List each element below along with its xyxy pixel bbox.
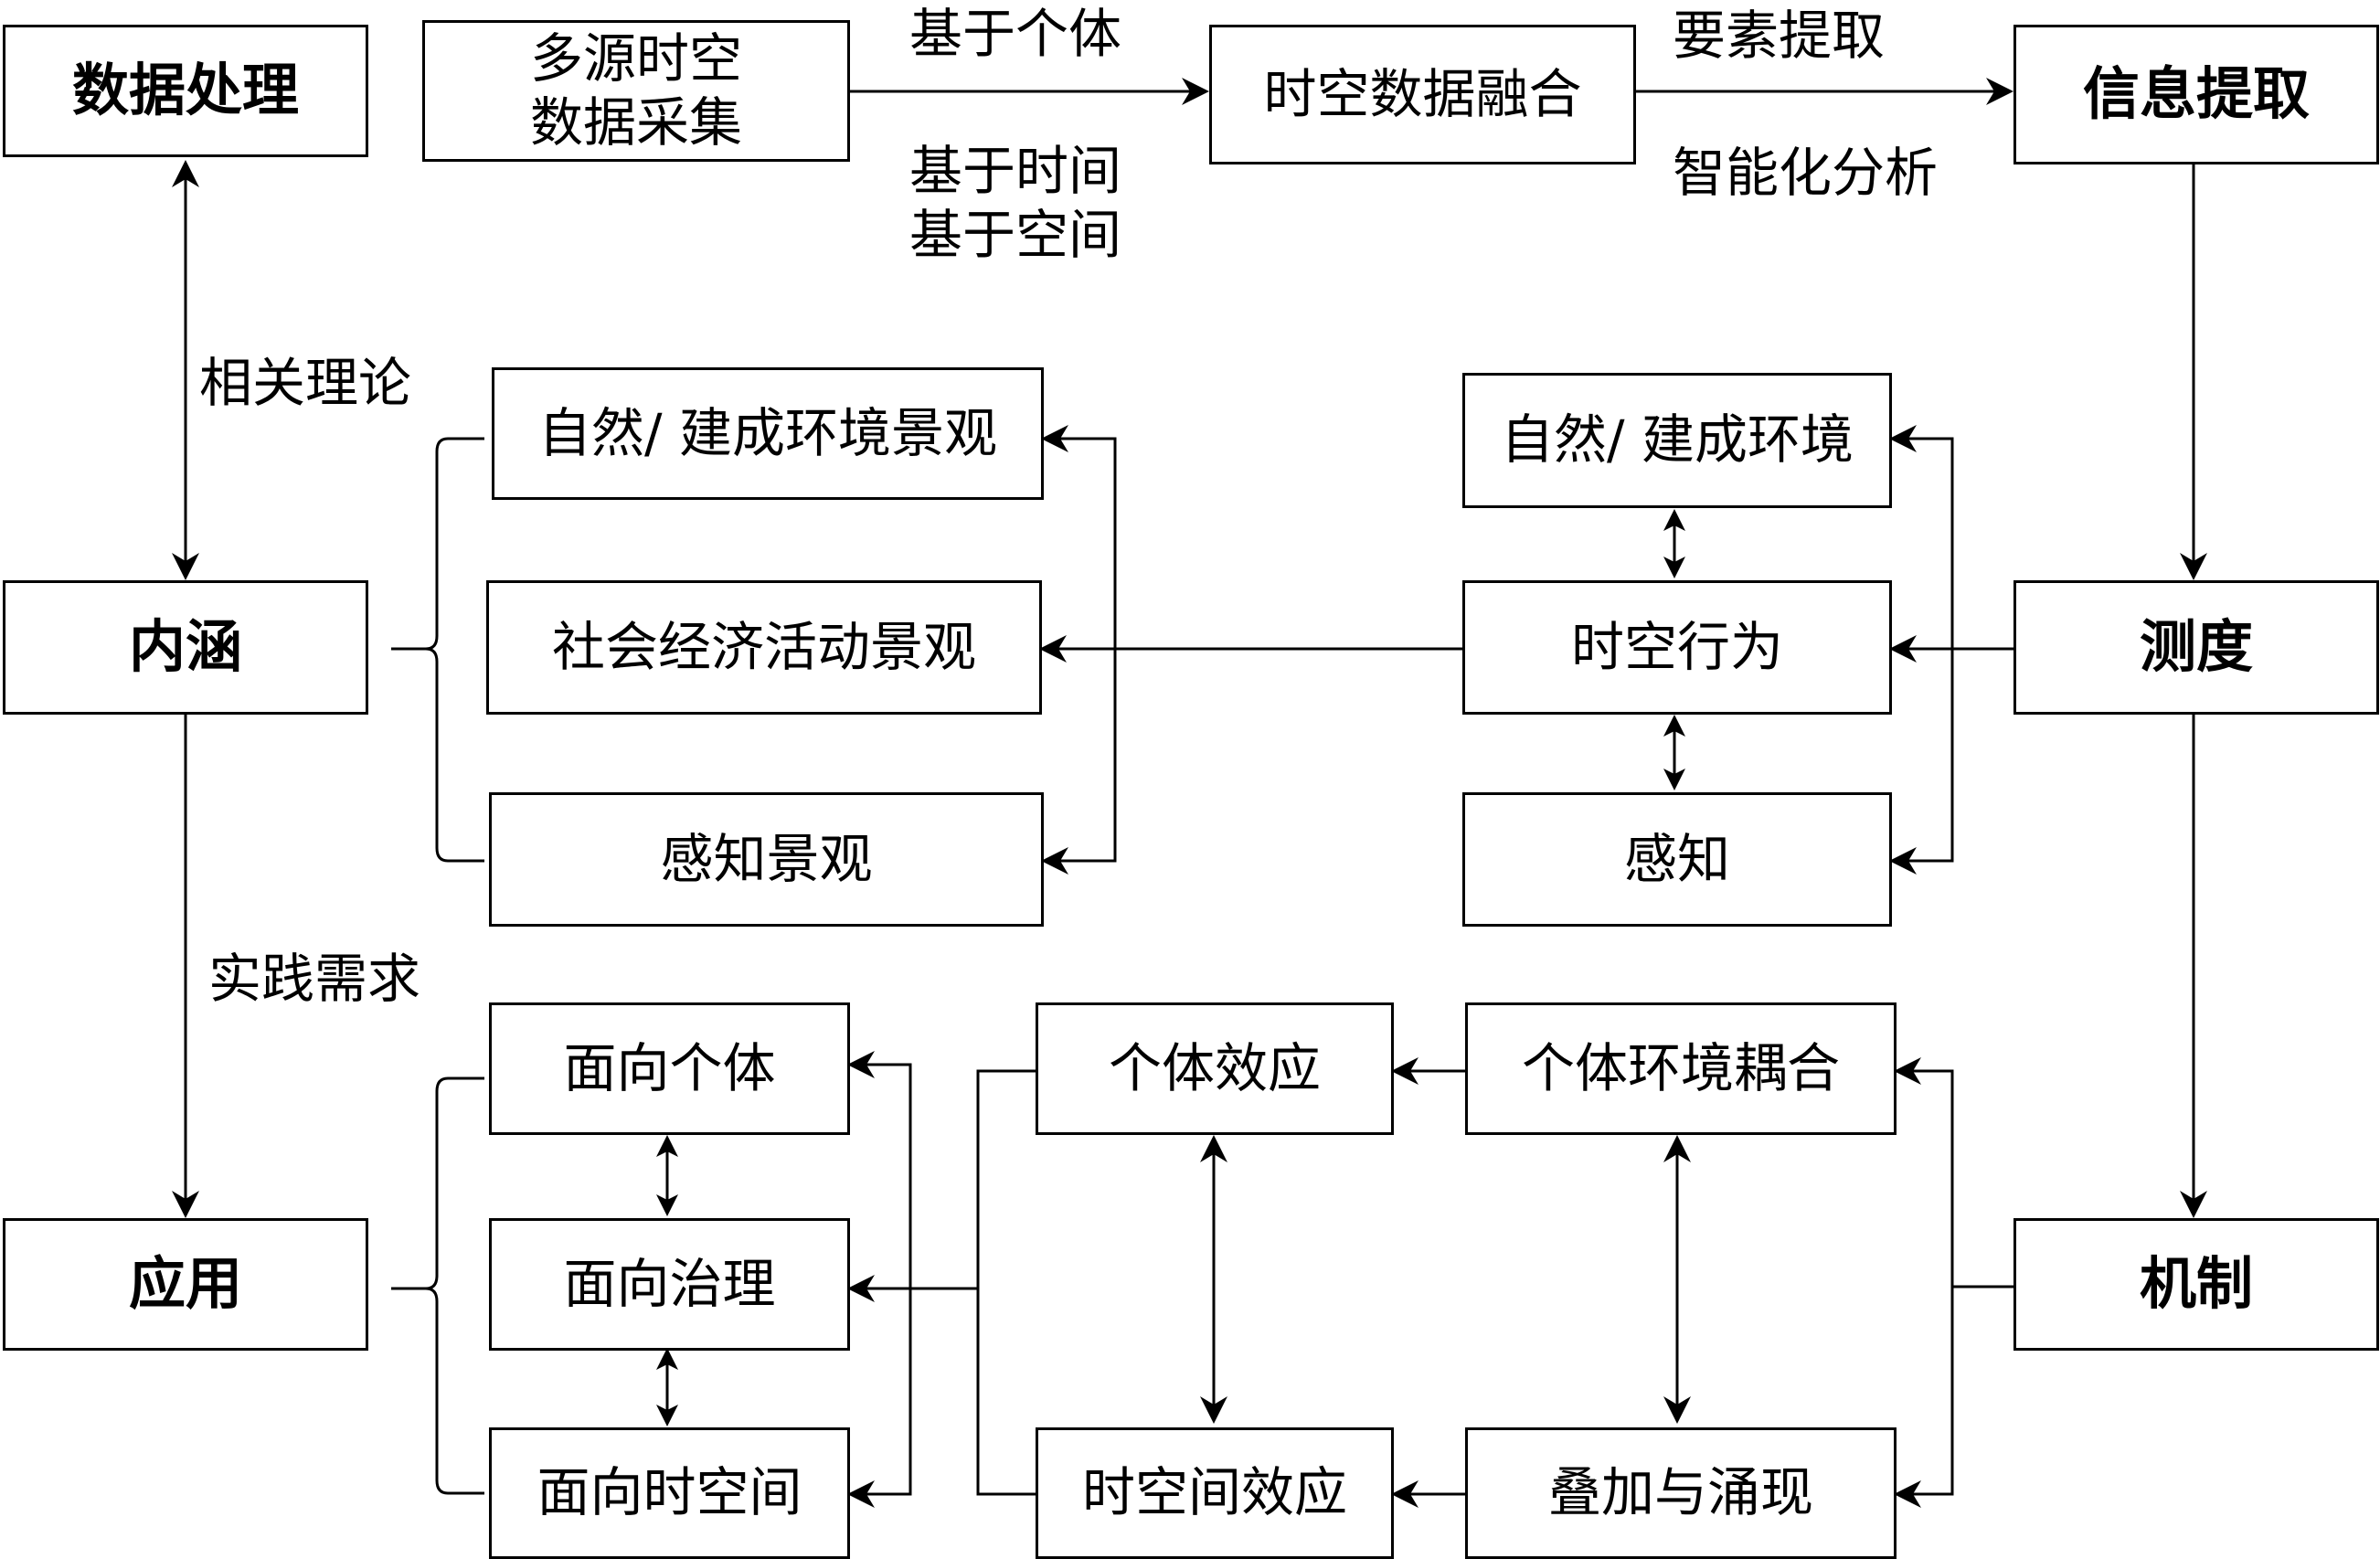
- measurement-box: 测度: [2013, 580, 2379, 715]
- data-processing-box: 数据处理: [3, 25, 368, 157]
- multi-source-collection-box: 多源时空 数据采集: [422, 20, 850, 162]
- label-related-theory: 相关理论: [199, 352, 412, 414]
- spatiotemporal-fusion-box: 时空数据融合: [1209, 25, 1636, 164]
- info-extraction-label: 信息提取: [2082, 60, 2310, 128]
- measurement-label: 测度: [2139, 613, 2253, 681]
- natural-built-env-label: 自然/ 建成环境: [1501, 408, 1854, 472]
- spatiotemporal-behavior-box: 时空行为: [1462, 580, 1892, 715]
- label-based-on-space: 基于空间: [909, 204, 1122, 266]
- perception-landscape-label: 感知景观: [660, 827, 873, 890]
- mechanism-label: 机制: [2139, 1250, 2253, 1318]
- socioeconomic-landscape-box: 社会经济活动景观: [486, 580, 1042, 715]
- perception-landscape-box: 感知景观: [489, 792, 1044, 927]
- label-element-extraction: 要素提取: [1673, 5, 1886, 67]
- arrow-mechanism-to-coupling: [1894, 1057, 1954, 1287]
- socioeconomic-landscape-label: 社会经济活动景观: [551, 615, 976, 678]
- arrow-measurement-to-perception: [1889, 649, 1954, 875]
- individual-oriented-label: 面向个体: [563, 1036, 776, 1099]
- fusion-label: 时空数据融合: [1263, 62, 1582, 125]
- label-based-on-individual: 基于个体: [909, 3, 1122, 65]
- individual-env-coupling-box: 个体环境耦合: [1465, 1002, 1897, 1135]
- superposition-emergence-label: 叠加与涌现: [1547, 1461, 1813, 1524]
- connotation-label: 内涵: [128, 613, 242, 681]
- bracket-application: [391, 1076, 484, 1495]
- individual-effect-label: 个体效应: [1108, 1036, 1321, 1099]
- natural-built-landscape-label: 自然/ 建成环境景观: [538, 401, 997, 464]
- natural-built-env-box: 自然/ 建成环境: [1462, 373, 1892, 508]
- governance-oriented-box: 面向治理: [489, 1218, 850, 1351]
- arrow-to-natural-landscape: [1041, 425, 1117, 649]
- label-practical-demand: 实践需求: [208, 948, 421, 1010]
- spatiotemporal-effect-box: 时空间效应: [1036, 1427, 1394, 1559]
- arrow-to-perception-landscape: [1041, 649, 1117, 875]
- data-processing-label: 数据处理: [71, 57, 299, 124]
- arrow-mechanism-to-superposition: [1894, 1287, 1954, 1508]
- arrow-to-individual-oriented: [847, 1051, 978, 1290]
- application-box: 应用: [3, 1218, 368, 1351]
- info-extraction-box: 信息提取: [2013, 25, 2379, 164]
- arrow-measurement-to-natural-env: [1889, 425, 2013, 651]
- collection-line2: 数据采集: [529, 90, 742, 154]
- mechanism-box: 机制: [2013, 1218, 2379, 1351]
- spatiotemporal-oriented-box: 面向时空间: [489, 1427, 850, 1559]
- label-intelligent-analysis: 智能化分析: [1673, 142, 1939, 204]
- spatiotemporal-oriented-label: 面向时空间: [537, 1461, 802, 1524]
- spatiotemporal-effect-label: 时空间效应: [1081, 1461, 1347, 1524]
- arrow-to-spatiotemporal-oriented: [847, 1289, 912, 1508]
- application-label: 应用: [128, 1250, 242, 1318]
- collection-line1: 多源时空: [529, 27, 742, 90]
- label-based-on-time: 基于时间: [909, 140, 1122, 202]
- perception-label: 感知: [1623, 827, 1730, 890]
- individual-oriented-box: 面向个体: [489, 1002, 850, 1135]
- line-effects-bus: [976, 1069, 1036, 1496]
- bracket-connotation: [391, 437, 484, 863]
- natural-built-landscape-box: 自然/ 建成环境景观: [492, 367, 1044, 500]
- connotation-box: 内涵: [3, 580, 368, 715]
- superposition-emergence-box: 叠加与涌现: [1465, 1427, 1897, 1559]
- perception-box: 感知: [1462, 792, 1892, 927]
- individual-effect-box: 个体效应: [1036, 1002, 1394, 1135]
- individual-env-coupling-label: 个体环境耦合: [1521, 1036, 1840, 1099]
- governance-oriented-label: 面向治理: [563, 1252, 776, 1315]
- spatiotemporal-behavior-label: 时空行为: [1570, 615, 1783, 678]
